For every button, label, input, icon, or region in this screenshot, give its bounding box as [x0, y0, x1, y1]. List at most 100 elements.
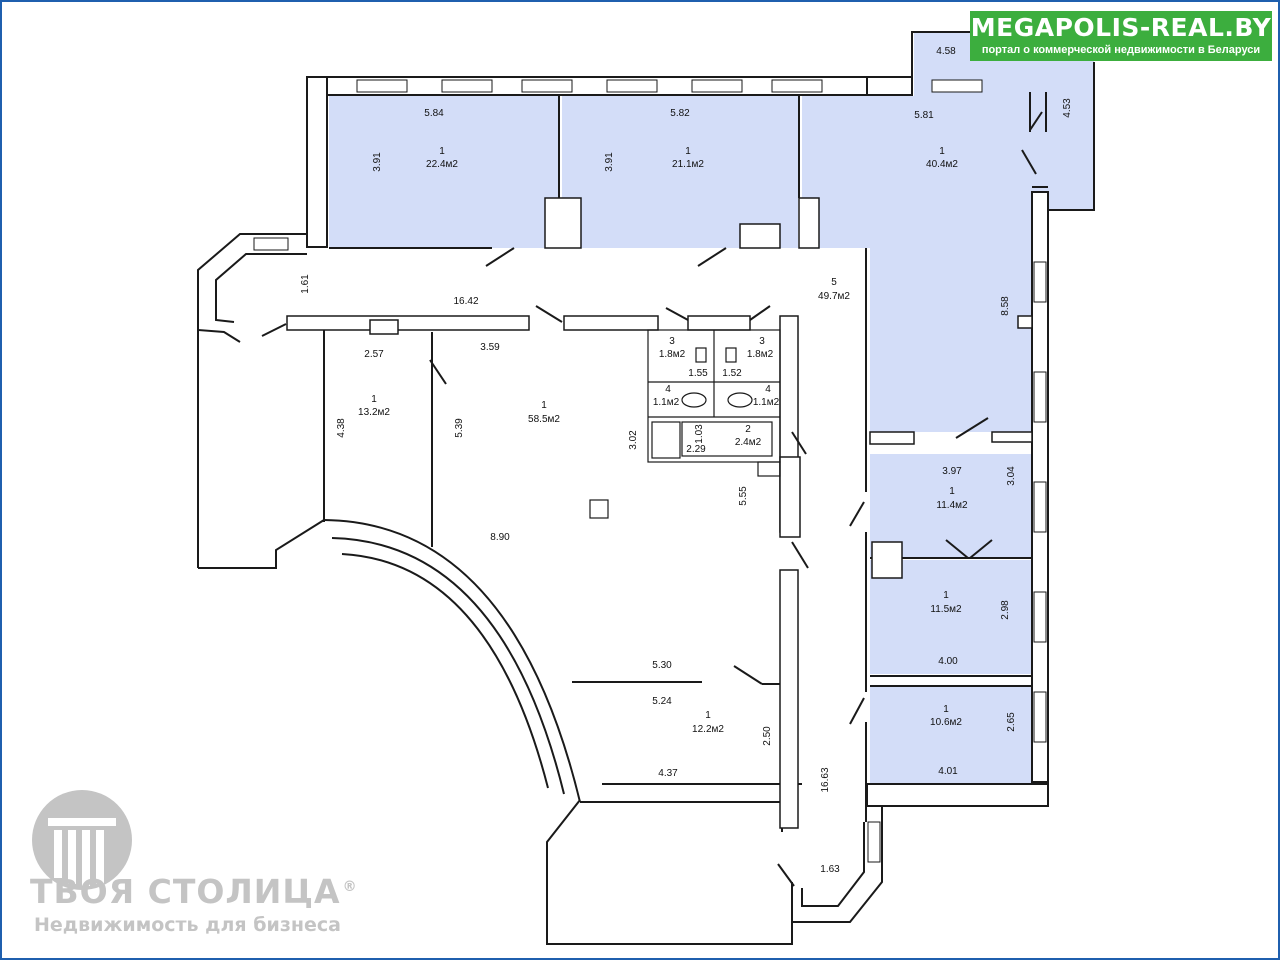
dimension: 3.91 — [372, 152, 383, 172]
top-windows — [253, 79, 983, 251]
column — [798, 197, 820, 249]
tvoya-stolitsa-logo: ТВОЯ СТОЛИЦА® Недвижимость для бизнеса — [30, 788, 410, 948]
window — [521, 79, 573, 93]
window — [1033, 371, 1047, 423]
room-area: 40.4м2 — [926, 159, 958, 170]
door-swing — [1029, 111, 1043, 131]
wall-bottom-inner — [580, 801, 783, 832]
wall-bottom-right — [866, 783, 1049, 807]
room-number: 1 — [685, 146, 691, 157]
logo-name-text: ТВОЯ СТОЛИЦА — [30, 872, 341, 911]
pillar — [589, 499, 609, 519]
door-swing — [535, 305, 563, 323]
partition-16-42 — [286, 315, 530, 331]
dimension: 1.03 — [694, 424, 705, 444]
room-area: 12.2м2 — [692, 724, 724, 735]
window — [867, 821, 881, 863]
toilet-icon — [681, 392, 707, 408]
sink-icon — [725, 347, 737, 363]
room-number: 1 — [371, 394, 377, 405]
dimension: 1.63 — [820, 864, 840, 875]
door-swing — [485, 247, 515, 267]
annex-room-fill — [914, 32, 1094, 210]
door-swing — [261, 323, 287, 337]
room-labels: 1 22.4м2 1 21.1м2 1 40.4м2 5 49.7м2 1 13… — [358, 146, 968, 735]
shaft — [739, 223, 781, 249]
room-number: 4 — [665, 384, 671, 395]
dimension: 16.42 — [453, 296, 478, 307]
room-area: 22.4м2 — [426, 159, 458, 170]
room-2-4-box — [681, 421, 773, 457]
sink-icon — [695, 347, 707, 363]
dimension: 4.38 — [336, 418, 347, 438]
left-bay-outer — [197, 233, 307, 343]
dimension: 16.63 — [820, 767, 831, 792]
dimension: 1.55 — [688, 368, 708, 379]
room-area: 11.4м2 — [936, 500, 968, 511]
bottom-balcony — [546, 799, 793, 945]
curve-outer — [323, 519, 581, 803]
room-number: 5 — [831, 277, 837, 288]
room-area: 13.2м2 — [358, 407, 390, 418]
dimension: 3.59 — [480, 342, 500, 353]
room-number: 1 — [943, 590, 949, 601]
room-number: 1 — [439, 146, 445, 157]
door-swing — [791, 541, 809, 569]
logo-tagline: Недвижимость для бизнеса — [34, 914, 341, 936]
bottom-bay-inner — [801, 822, 865, 907]
dimension: 4.00 — [938, 656, 958, 667]
window — [356, 79, 408, 93]
room-area: 1.1м2 — [653, 397, 680, 408]
building-emblem-icon — [32, 790, 132, 890]
dimension: 4.37 — [658, 768, 678, 779]
doors — [261, 111, 1043, 887]
bottom-bay-outer — [791, 805, 883, 923]
window — [253, 237, 289, 251]
room-number: 2 — [745, 424, 751, 435]
interior-walls — [286, 96, 1033, 829]
room-11-5-fill — [870, 560, 1034, 674]
window — [441, 79, 493, 93]
dimension: 5.39 — [454, 418, 465, 438]
window — [1033, 481, 1047, 533]
dimension: 8.90 — [490, 532, 510, 543]
door-swing — [429, 359, 447, 385]
window — [691, 79, 743, 93]
door-swing — [945, 539, 969, 559]
room-area: 2.4м2 — [735, 437, 762, 448]
room-number: 4 — [765, 384, 771, 395]
door-swing — [697, 247, 727, 267]
window — [1033, 691, 1047, 743]
megapolis-banner: MEGAPOLIS-REAL.BY портал о коммерческой … — [970, 11, 1272, 61]
room-10-6-fill — [870, 686, 1034, 784]
curved-wall — [323, 519, 581, 803]
dimension: 3.02 — [628, 430, 639, 450]
dimension: 1.52 — [722, 368, 742, 379]
dimension: 5.30 — [652, 660, 672, 671]
shaft-small — [757, 461, 781, 477]
door-swing — [777, 863, 795, 887]
partition-16-63 — [779, 569, 799, 829]
annex-wall-right — [1048, 62, 1095, 211]
partition-11-4-top-b — [991, 431, 1033, 443]
curve-mid — [331, 537, 565, 795]
window — [1033, 261, 1047, 303]
shower — [651, 421, 681, 459]
room-22-4-fill — [329, 96, 558, 248]
room-number: 3 — [759, 336, 765, 347]
partition-11-4-top-a — [869, 431, 915, 445]
left-balcony-bottom — [198, 519, 325, 569]
dimension: 5.55 — [738, 486, 749, 506]
partition-5-55 — [779, 456, 801, 538]
left-bay-inner — [215, 253, 307, 323]
room-21-1-fill — [562, 96, 798, 248]
door-swing — [849, 501, 865, 527]
dimension: 4.53 — [1062, 98, 1073, 118]
wall-notch — [1017, 315, 1033, 329]
dimension: 1.61 — [300, 274, 311, 294]
window — [1033, 591, 1047, 643]
door-swing — [969, 539, 993, 559]
door-swing — [849, 697, 865, 725]
room-area: 10.6м2 — [930, 717, 962, 728]
